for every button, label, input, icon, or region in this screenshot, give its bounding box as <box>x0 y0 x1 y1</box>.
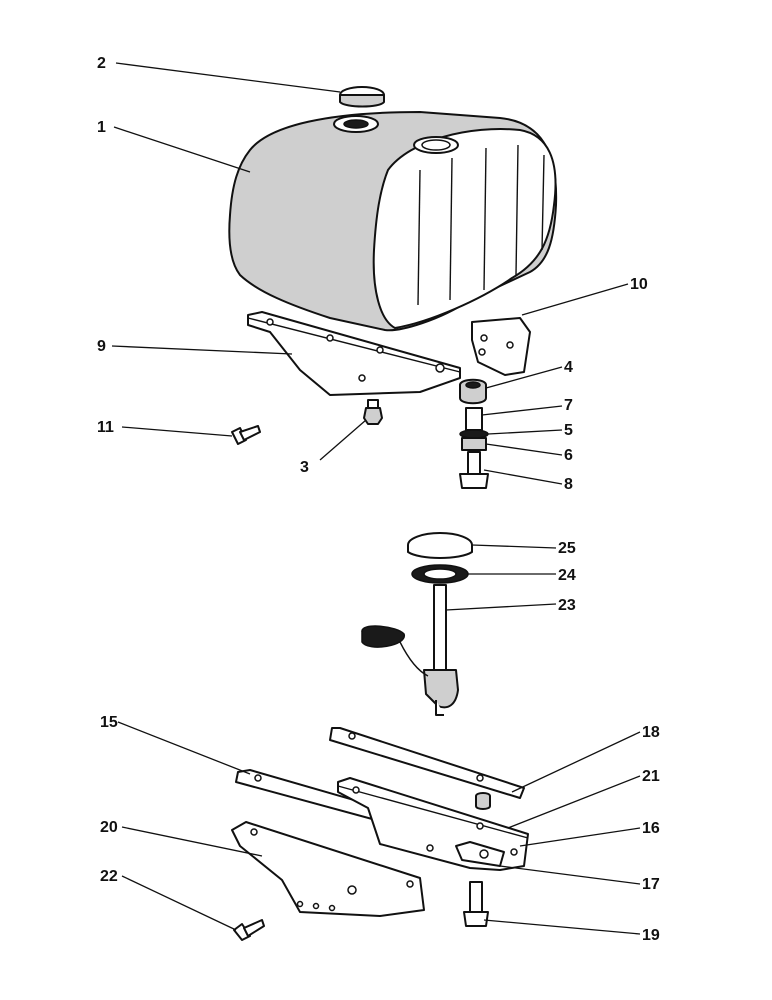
callout-2: 2 <box>97 55 106 72</box>
callout-25: 25 <box>558 540 576 557</box>
callout-1: 1 <box>97 119 106 136</box>
callout-10: 10 <box>630 276 648 293</box>
callout-23: 23 <box>558 597 576 614</box>
right-support-bracket <box>471 317 531 376</box>
spacer <box>475 792 491 810</box>
left-support-bracket <box>247 311 461 396</box>
callout-9: 9 <box>97 338 106 355</box>
callout-22: 22 <box>100 868 118 885</box>
mount-stack <box>459 378 489 489</box>
callout-8: 8 <box>564 476 573 493</box>
callout-5: 5 <box>564 422 573 439</box>
callout-labels: 2 1 9 10 11 3 4 7 5 6 8 25 24 23 15 18 2… <box>97 55 660 944</box>
callout-6: 6 <box>564 447 573 464</box>
callout-3: 3 <box>300 459 309 476</box>
callout-4: 4 <box>564 359 573 376</box>
callout-17: 17 <box>642 876 660 893</box>
callout-11: 11 <box>97 419 114 436</box>
side-bracket-20 <box>231 821 425 917</box>
bolt-22 <box>233 919 265 941</box>
fuel-gauge-sender <box>361 532 473 716</box>
callout-20: 20 <box>100 819 118 836</box>
leader-lines <box>111 62 641 935</box>
callout-19: 19 <box>642 927 660 944</box>
callout-15: 15 <box>100 714 118 731</box>
callout-21: 21 <box>642 768 660 785</box>
strip-18 <box>329 727 525 799</box>
callout-16: 16 <box>642 820 660 837</box>
clamp-plate <box>455 841 505 867</box>
bolt-11 <box>231 425 261 445</box>
callout-7: 7 <box>564 397 573 414</box>
callout-24: 24 <box>558 567 576 584</box>
drain-plug <box>363 399 383 425</box>
callout-18: 18 <box>642 724 660 741</box>
bolt-19 <box>463 881 489 927</box>
filler-cap <box>339 86 385 108</box>
fuel-tank <box>228 111 558 332</box>
